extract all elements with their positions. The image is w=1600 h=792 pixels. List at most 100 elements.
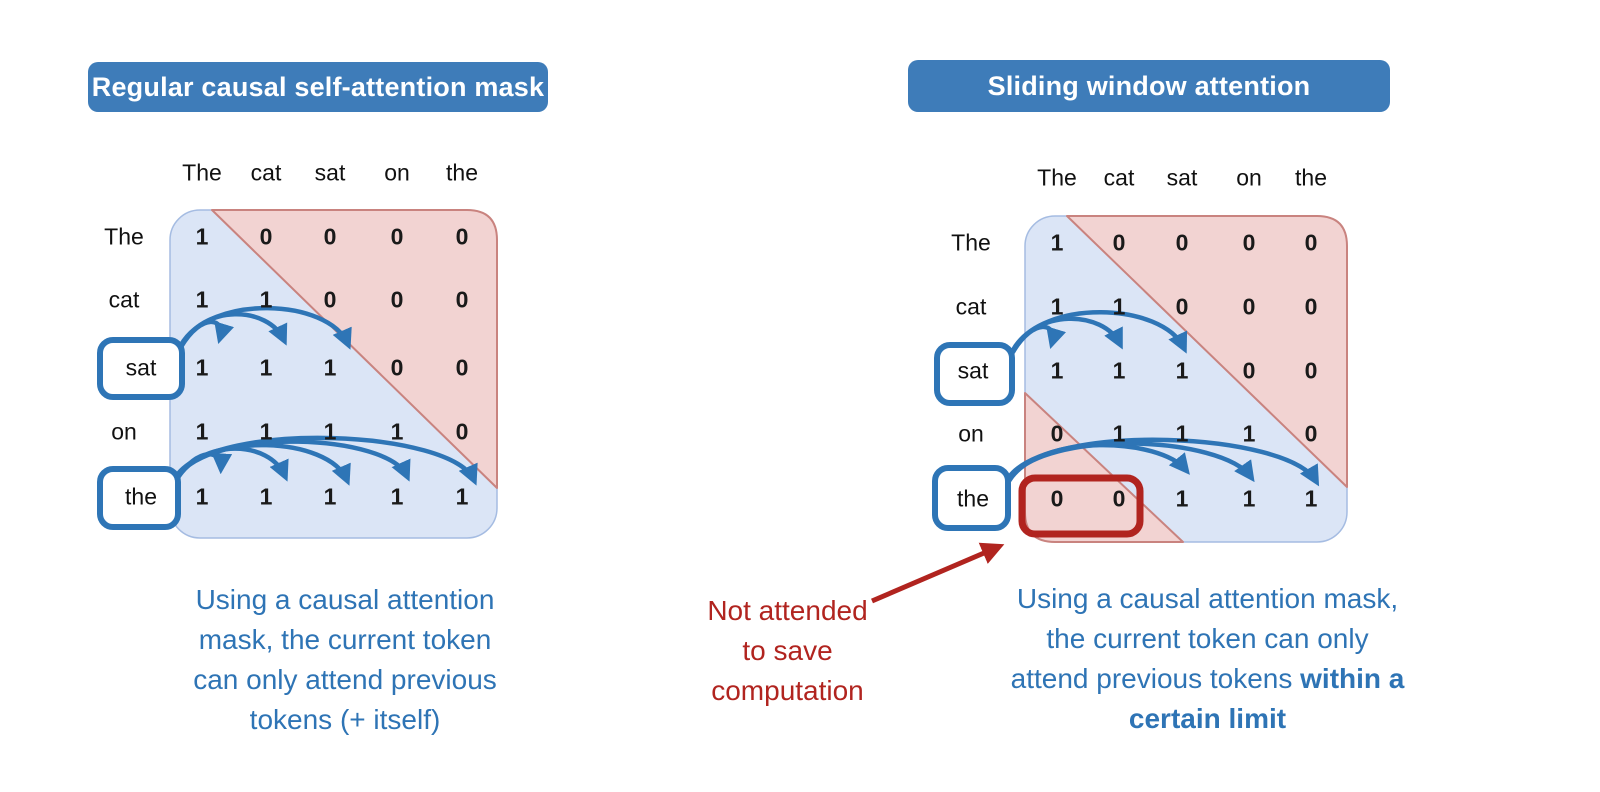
matrix-cell: 0	[1112, 485, 1126, 512]
matrix-cell: 1	[259, 354, 273, 381]
matrix-cell: 0	[1175, 229, 1189, 256]
matrix-cell: 1	[195, 418, 209, 445]
matrix-cell: 0	[1242, 357, 1256, 384]
matrix-cell: 1	[390, 483, 404, 510]
matrix-cell: 0	[1112, 229, 1126, 256]
caption-line: can only attend previous	[193, 664, 497, 695]
matrix-cell: 0	[455, 354, 469, 381]
matrix-cell: 1	[259, 286, 273, 313]
attention-arrow	[1010, 310, 1188, 354]
matrix-cell: 1	[1050, 357, 1064, 384]
matrix-cell: 0	[323, 223, 337, 250]
caption-line: the current token can only	[955, 619, 1460, 659]
caption-segment: attend previous tokens	[1010, 663, 1301, 694]
matrix-cell: 0	[1304, 420, 1318, 447]
row-token: cat	[108, 286, 140, 313]
matrix-cell: 1	[455, 483, 469, 510]
matrix-cell: 1	[195, 354, 209, 381]
caption-segment: Using a causal attention mask,	[1016, 583, 1399, 614]
matrix-cell: 0	[259, 223, 273, 250]
column-token: the	[446, 159, 478, 186]
row-token: The	[104, 223, 144, 250]
caption-line: tokens (+ itself)	[249, 704, 441, 735]
caption-segment: certain limit	[1128, 703, 1287, 734]
column-token: on	[1236, 164, 1262, 191]
not-attended-cells-box	[1018, 474, 1144, 538]
left-panel-title: Regular causal self-attention mask	[88, 62, 548, 112]
matrix-cell: 1	[1112, 357, 1126, 384]
not-attended-pointer-arrow	[871, 542, 1005, 604]
left-sat-token-box	[97, 337, 185, 400]
matrix-cell: 0	[1242, 293, 1256, 320]
matrix-cell: 1	[390, 418, 404, 445]
matrix-cell: 1	[1112, 293, 1126, 320]
matrix-cell: 1	[259, 483, 273, 510]
attention-arrow	[174, 435, 478, 486]
row-token: on	[958, 420, 984, 447]
right-sat-token-box	[934, 342, 1015, 406]
right-caption: Using a causal attention mask, the curre…	[955, 579, 1460, 739]
matrix-cell: 1	[1112, 420, 1126, 447]
right-masked-upper-triangle	[1066, 215, 1348, 488]
matrix-cell: 1	[1050, 293, 1064, 320]
column-token: the	[1295, 164, 1327, 191]
matrix-cell: 1	[323, 483, 337, 510]
row-token: The	[951, 229, 991, 256]
caption-segment: within a	[1300, 663, 1405, 694]
matrix-cell: 1	[195, 483, 209, 510]
row-token: sat	[957, 357, 989, 384]
matrix-cell: 0	[455, 223, 469, 250]
matrix-cell: 0	[1304, 293, 1318, 320]
matrix-cell: 0	[1304, 357, 1318, 384]
row-token: sat	[125, 354, 157, 381]
caption-line: mask, the current token	[198, 624, 492, 655]
matrix-cell: 0	[1242, 229, 1256, 256]
column-token: cat	[250, 159, 282, 186]
matrix-cell: 1	[1175, 420, 1189, 447]
left-caption: Using a causal attention mask, the curre…	[115, 580, 575, 740]
matrix-cell: 0	[323, 286, 337, 313]
caption-line: Using a causal attention	[195, 584, 495, 615]
attention-arrow	[178, 305, 352, 350]
caption-line: certain limit	[955, 699, 1460, 739]
matrix-cell: 0	[455, 286, 469, 313]
caption-line: Using a causal attention mask,	[955, 579, 1460, 619]
column-token: cat	[1103, 164, 1135, 191]
column-token: sat	[1166, 164, 1198, 191]
matrix-cell: 1	[1242, 420, 1256, 447]
right-panel-title: Sliding window attention	[908, 60, 1390, 112]
matrix-cell: 1	[1304, 485, 1318, 512]
matrix-cell: 0	[390, 354, 404, 381]
matrix-cell: 1	[323, 418, 337, 445]
matrix-cell: 0	[455, 418, 469, 445]
matrix-cell: 0	[1050, 485, 1064, 512]
matrix-cell: 1	[1242, 485, 1256, 512]
left-masked-upper-triangle	[211, 209, 498, 489]
annotation-line: to save	[742, 635, 833, 666]
not-attended-annotation: Not attended to save computation	[660, 591, 915, 711]
right-sat-attention-arrows	[1010, 310, 1188, 355]
matrix-cell: 0	[1304, 229, 1318, 256]
matrix-cell: 0	[1050, 420, 1064, 447]
row-token: cat	[955, 293, 987, 320]
caption-line: attend previous tokens within a	[955, 659, 1460, 699]
matrix-cell: 1	[195, 286, 209, 313]
matrix-cell: 0	[1175, 293, 1189, 320]
row-token: the	[125, 483, 157, 510]
matrix-cell: 1	[1050, 229, 1064, 256]
annotation-line: computation	[711, 675, 864, 706]
matrix-cell: 1	[259, 418, 273, 445]
column-token: The	[182, 159, 222, 186]
column-token: The	[1037, 164, 1077, 191]
matrix-cell: 1	[1175, 357, 1189, 384]
left-the-token-box	[97, 466, 181, 530]
matrix-cell: 1	[1175, 485, 1189, 512]
row-token: on	[111, 418, 137, 445]
left-the-attention-arrows	[174, 435, 478, 486]
annotation-line: Not attended	[707, 595, 868, 626]
column-token: on	[384, 159, 410, 186]
right-the-token-box	[932, 465, 1011, 531]
